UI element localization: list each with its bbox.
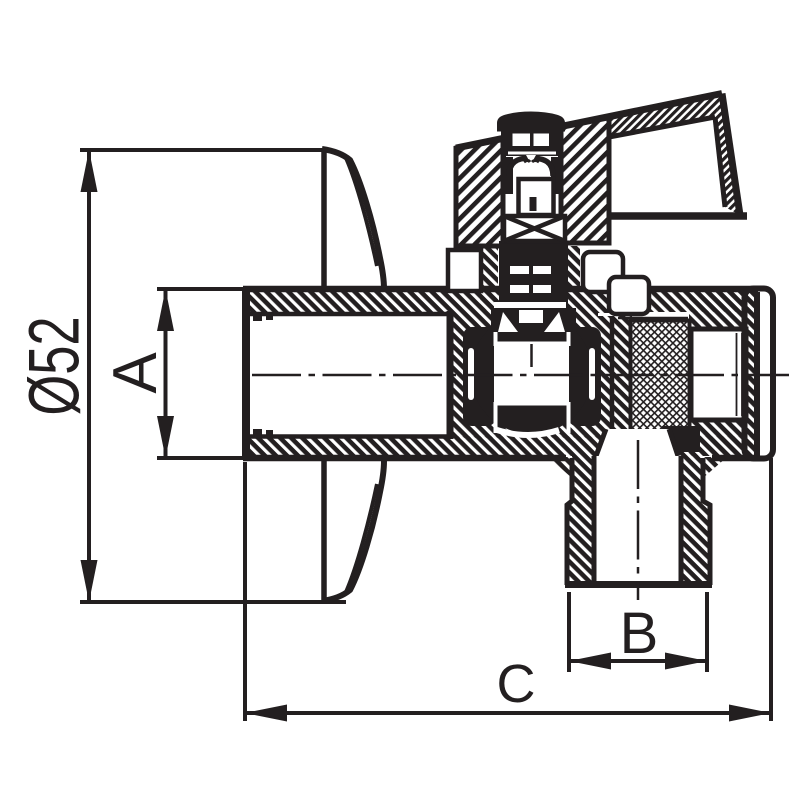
svg-text:Ø52: Ø52 — [15, 316, 95, 415]
svg-text:B: B — [620, 601, 659, 666]
svg-text:A: A — [101, 352, 170, 394]
svg-text:C: C — [497, 654, 536, 714]
